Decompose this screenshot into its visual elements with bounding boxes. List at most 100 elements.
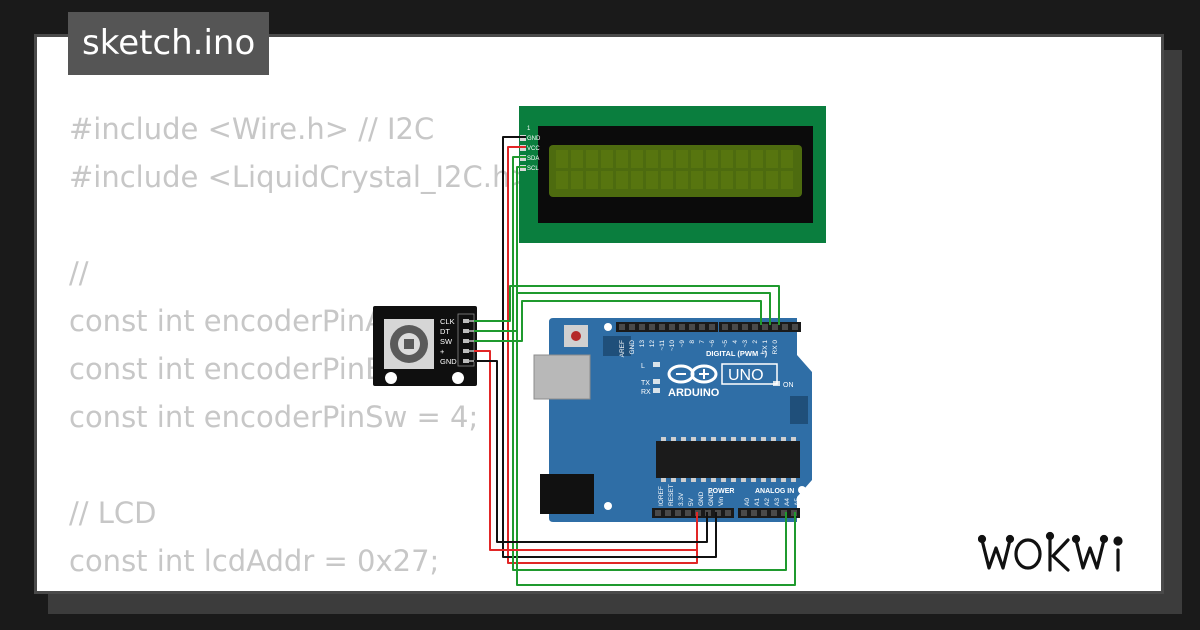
power-pin-label: IOREF (658, 486, 665, 506)
code-line: // (69, 256, 89, 290)
encoder-pin (463, 349, 469, 353)
chip-leg (701, 437, 706, 441)
header-pin[interactable] (659, 324, 665, 330)
header-pin[interactable] (675, 510, 681, 516)
header-pin[interactable] (732, 324, 738, 330)
header-pin[interactable] (629, 324, 635, 330)
header-pin[interactable] (715, 510, 721, 516)
analog-pin-label: A4 (784, 498, 791, 506)
header-pin[interactable] (782, 324, 788, 330)
header-pin[interactable] (772, 324, 778, 330)
pin-label: ~5 (722, 340, 729, 348)
sketch-filename: sketch.ino (68, 12, 270, 75)
header-pin[interactable] (619, 324, 625, 330)
header-pin[interactable] (679, 324, 685, 330)
header-pin[interactable] (725, 510, 731, 516)
header-pin[interactable] (742, 324, 748, 330)
analog-pin-label: A5 (794, 498, 801, 506)
icsp-header (603, 336, 631, 356)
encoder-pin (463, 329, 469, 333)
arduino-logo (667, 364, 718, 384)
status-led (653, 379, 660, 384)
wire-encoder-sw (474, 300, 762, 342)
lcd-char-cell (646, 150, 658, 168)
encoder-pin-label: GND (440, 357, 457, 366)
board-mount-hole (604, 323, 612, 331)
header-pin[interactable] (781, 510, 787, 516)
header-pin[interactable] (722, 324, 728, 330)
header-pin[interactable] (665, 510, 671, 516)
led-label: RX (641, 389, 651, 396)
chip-leg (751, 478, 756, 482)
header-pin[interactable] (649, 324, 655, 330)
wire-lcd-sda (512, 156, 787, 571)
encoder-mount-hole (385, 372, 397, 384)
chip-leg (731, 478, 736, 482)
pin-label: 8 (689, 340, 696, 344)
encoder-pin (463, 339, 469, 343)
chip-leg (721, 437, 726, 441)
status-led (653, 388, 660, 393)
power-pin-label: RESET (668, 484, 675, 506)
lcd-char-cell (676, 150, 688, 168)
atmega-chip-legs (661, 437, 796, 482)
chip-leg (731, 437, 736, 441)
uno-badge (721, 363, 778, 385)
chip-leg (751, 437, 756, 441)
lcd-char-cell (571, 171, 583, 189)
chip-leg (691, 437, 696, 441)
digital-label: DIGITAL (PWM ~) (706, 349, 768, 358)
on-label: ON (783, 382, 794, 389)
status-led (653, 362, 660, 367)
chip-leg (671, 478, 676, 482)
wire-encoder-vcc (474, 350, 697, 551)
chip-leg (681, 437, 686, 441)
header-pin[interactable] (761, 510, 767, 516)
lcd-char-cell (721, 150, 733, 168)
encoder-mount-hole (452, 372, 464, 384)
lcd-pin-label: 1 (527, 126, 531, 132)
header-pin[interactable] (699, 324, 705, 330)
header-pin[interactable] (751, 510, 757, 516)
header-pin[interactable] (685, 510, 691, 516)
encoder-shaft-flat (404, 339, 414, 349)
header-pin[interactable] (669, 324, 675, 330)
header-pin[interactable] (762, 324, 768, 330)
pin-label: 13 (639, 340, 646, 348)
lcd-char-cell (736, 171, 748, 189)
header-pin[interactable] (771, 510, 777, 516)
code-line: const int encoderPinSw = 4; (69, 400, 479, 434)
header-pin[interactable] (752, 324, 758, 330)
power-pin-label: 5V (688, 497, 695, 506)
header-pin[interactable] (689, 324, 695, 330)
lcd-char-cell (751, 150, 763, 168)
header-pin[interactable] (709, 324, 715, 330)
encoder-pin (463, 359, 469, 363)
header-pin[interactable] (741, 510, 747, 516)
header-pin[interactable] (639, 324, 645, 330)
encoder-pin-label: SW (440, 337, 453, 346)
top-header-right (719, 322, 801, 332)
lcd-char-cell (691, 171, 703, 189)
header-pin[interactable] (792, 324, 798, 330)
lcd-char-cell (631, 171, 643, 189)
pin-label: TX 1 (762, 340, 769, 354)
encoder-pin-label: DT (440, 327, 450, 336)
chip-leg (691, 478, 696, 482)
lcd-pin-label: SDA (527, 156, 539, 162)
power-header (652, 508, 734, 518)
lcd-char-cell (781, 150, 793, 168)
pin-label: 7 (699, 340, 706, 344)
lcd-char-cell (556, 171, 568, 189)
led-label: TX (641, 380, 650, 387)
header-pin[interactable] (655, 510, 661, 516)
power-jack (540, 474, 594, 514)
code-line: #include <Wire.h> // I2C (69, 112, 435, 146)
reset-button-cap[interactable] (571, 331, 581, 341)
lcd-char-cell (571, 150, 583, 168)
wokwi-logo (978, 531, 1123, 572)
